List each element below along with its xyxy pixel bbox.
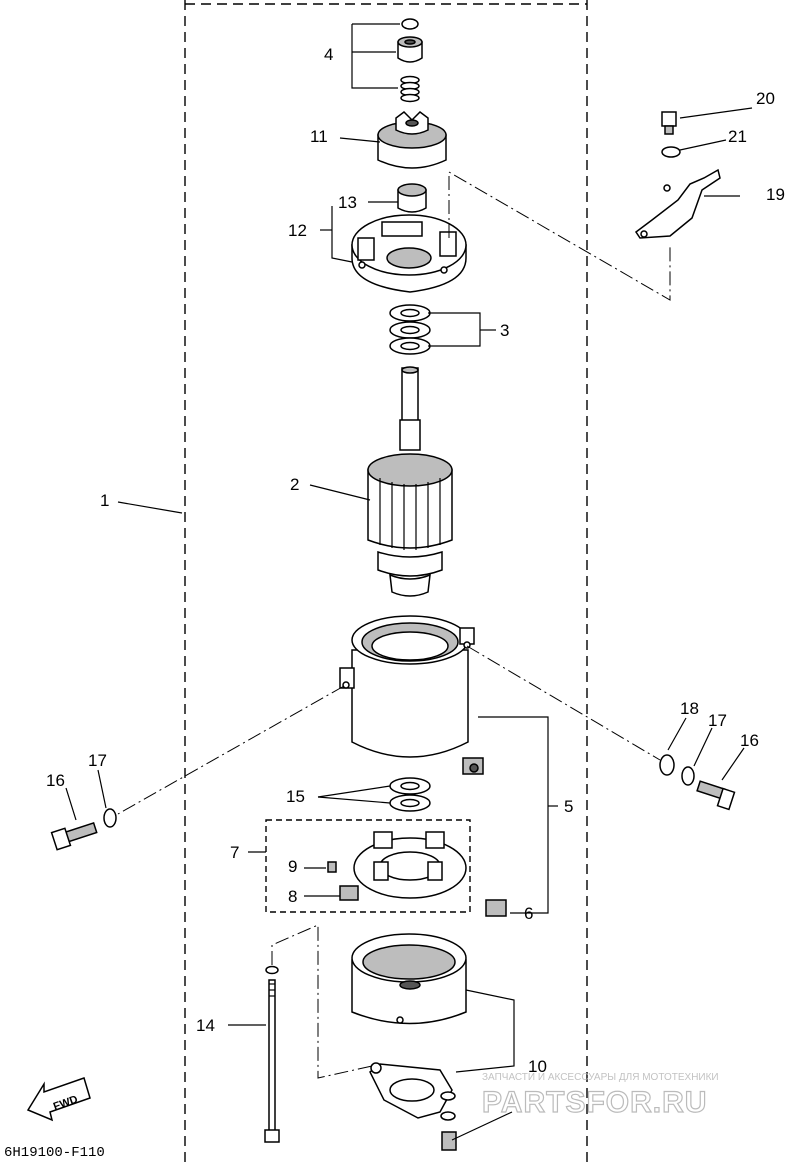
assembly-center-lines xyxy=(117,171,671,1141)
part-6-brush xyxy=(485,899,507,917)
callout-20: 20 xyxy=(756,89,775,108)
leader-lines xyxy=(65,23,753,1073)
part-4-stopper-set xyxy=(397,18,423,103)
assembly-boundary xyxy=(184,0,588,1162)
part-3-washers xyxy=(389,304,431,355)
part-13-bushing xyxy=(397,183,427,213)
fwd-arrow: FWD xyxy=(26,1077,91,1122)
callout-16-right: 16 xyxy=(740,731,759,750)
callout-3: 3 xyxy=(500,321,509,340)
watermark-caption: ЗАПЧАСТИ И АКСЕССУАРЫ ДЛЯ МОТОТЕХНИКИ xyxy=(482,1072,719,1083)
callout-labels: 4 11 13 12 3 2 1 5 15 7 9 8 6 14 10 16 1… xyxy=(46,45,785,1076)
callout-19: 19 xyxy=(766,185,785,204)
right-bolt-and-washers xyxy=(659,754,736,811)
callout-5: 5 xyxy=(564,797,573,816)
callout-21: 21 xyxy=(728,127,747,146)
callout-8: 8 xyxy=(288,887,297,906)
callout-1: 1 xyxy=(100,491,109,510)
callout-2: 2 xyxy=(290,475,299,494)
callout-13: 13 xyxy=(338,193,357,212)
callout-4: 4 xyxy=(324,45,333,64)
callout-6: 6 xyxy=(524,904,533,923)
callout-12: 12 xyxy=(288,221,307,240)
watermark-logo: PARTSFOR.RU xyxy=(482,1086,707,1119)
part-12-front-bracket xyxy=(351,214,467,293)
callout-7: 7 xyxy=(230,843,239,862)
callout-10: 10 xyxy=(528,1057,547,1076)
left-bolt-and-washer xyxy=(50,808,117,851)
callout-17-right: 17 xyxy=(708,711,727,730)
callout-18: 18 xyxy=(680,699,699,718)
watermark: ЗАПЧАСТИ И АКСЕССУАРЫ ДЛЯ МОТОТЕХНИКИ PA… xyxy=(481,1072,719,1120)
part-2-armature xyxy=(367,366,453,597)
callout-9: 9 xyxy=(288,857,297,876)
part-11-pinion xyxy=(377,111,447,169)
part-10-rear-cover xyxy=(351,933,467,1151)
callout-16-left: 16 xyxy=(46,771,65,790)
part-15-washers xyxy=(389,777,431,812)
part-14-through-bolt xyxy=(264,965,280,1143)
callout-11: 11 xyxy=(310,127,328,146)
callout-14: 14 xyxy=(196,1016,215,1035)
drawing-code: 6H19100-F110 xyxy=(4,1145,105,1161)
part-5-yoke xyxy=(339,615,484,775)
part-7-brush-holder-group xyxy=(265,819,471,913)
callout-15: 15 xyxy=(286,787,305,806)
callout-17-left: 17 xyxy=(88,751,107,770)
part-19-bracket-set xyxy=(634,111,721,239)
